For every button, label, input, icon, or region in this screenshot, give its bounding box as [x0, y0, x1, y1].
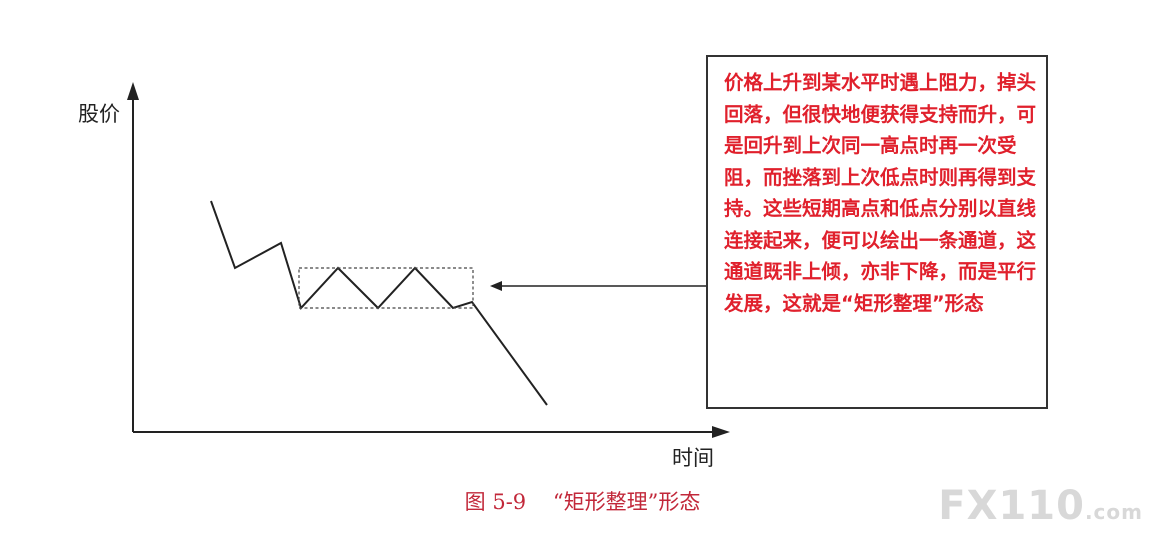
- price-line: [210, 200, 548, 406]
- caption-title: “矩形整理”形态: [552, 490, 701, 514]
- watermark-main: FX110: [938, 483, 1085, 529]
- explanation-callout-box: 价格上升到某水平时遇上阻力，掉头回落，但很快地便获得支持而升，可是回升到上次同一…: [706, 55, 1048, 409]
- watermark-logo: FX110.com: [938, 483, 1143, 529]
- callout-text: 价格上升到某水平时遇上阻力，掉头回落，但很快地便获得支持而升，可是回升到上次同一…: [724, 71, 1037, 315]
- caption-number: 图 5-9: [464, 490, 527, 514]
- x-axis-label: 时间: [672, 446, 714, 470]
- y-axis-label: 股价: [78, 102, 120, 126]
- watermark-suffix: .com: [1084, 500, 1143, 524]
- figure-caption: 图 5-9 “矩形整理”形态: [0, 486, 1165, 516]
- x-axis-arrow-icon: [712, 426, 730, 438]
- rectangle-consolidation-box: [298, 267, 474, 309]
- y-axis-arrow-icon: [127, 82, 139, 100]
